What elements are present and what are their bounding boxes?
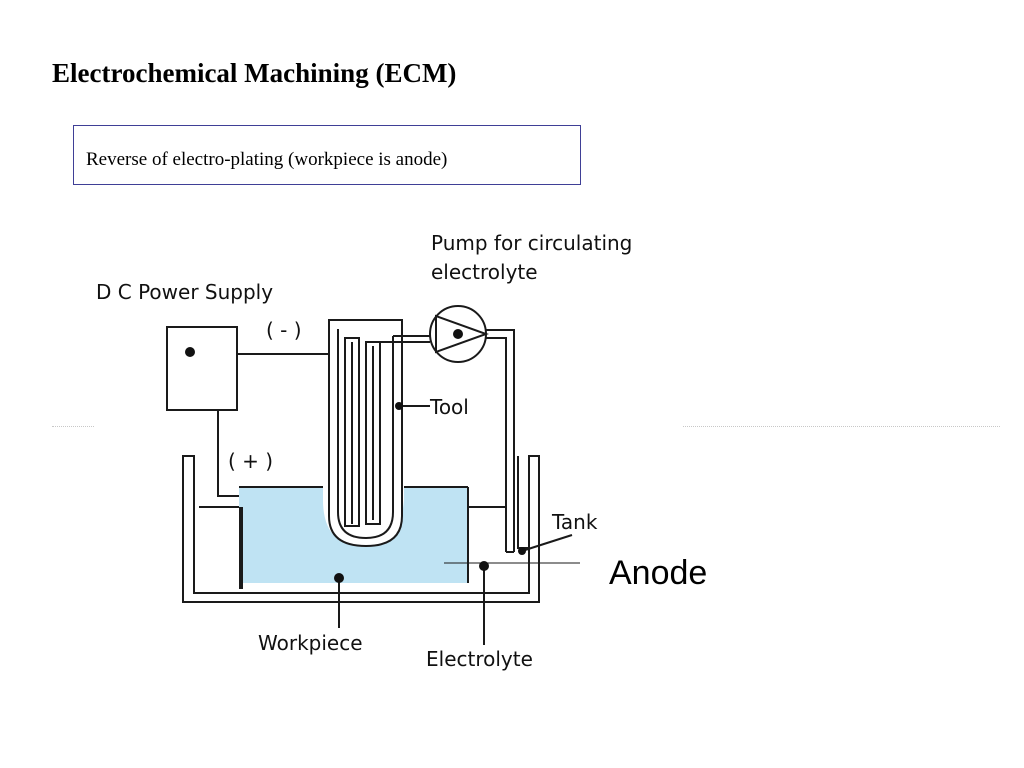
divider-left	[52, 426, 94, 427]
positive-label: ( + )	[228, 449, 273, 473]
tool-label: Tool	[429, 395, 469, 419]
pump-label-line2: electrolyte	[431, 260, 538, 284]
pump-label-line1: Pump for circulating	[431, 231, 632, 255]
electrolyte-label: Electrolyte	[426, 647, 533, 671]
dc-power-supply	[166, 326, 238, 411]
power-supply-label: D C Power Supply	[96, 280, 273, 304]
electrolyte-fill	[239, 487, 468, 583]
note-text: Reverse of electro-plating (workpiece is…	[86, 149, 448, 170]
negative-label: ( - )	[266, 318, 302, 342]
slide-title: Electrochemical Machining (ECM)	[52, 58, 457, 88]
anode-label: Anode	[609, 554, 708, 592]
divider-right	[683, 426, 1000, 427]
tank-outer	[182, 455, 540, 603]
note-box: Reverse of electro-plating (workpiece is…	[73, 125, 581, 185]
workpiece-label: Workpiece	[258, 631, 363, 655]
tank-label: Tank	[551, 510, 598, 534]
workpiece	[239, 507, 243, 589]
